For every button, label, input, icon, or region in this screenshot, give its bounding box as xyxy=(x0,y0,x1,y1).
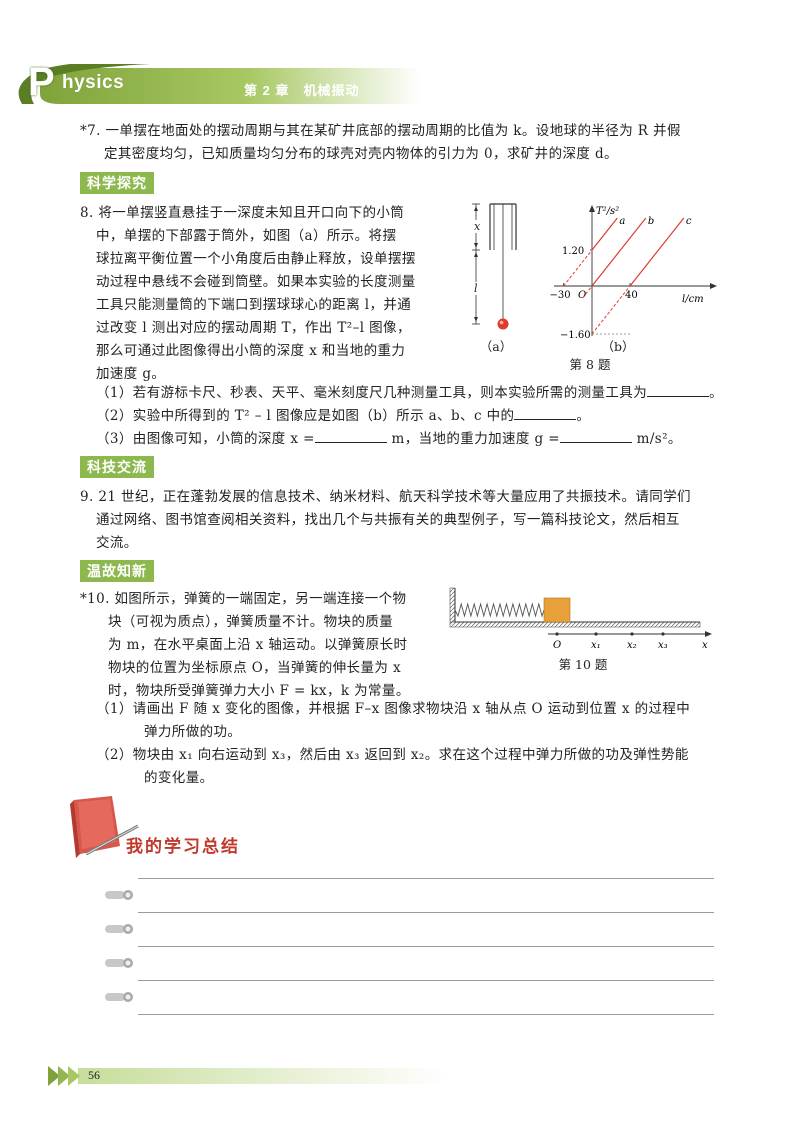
q10-sub-2-line-1: （2）物块由 x₁ 向右运动到 x₃，然后由 x₃ 返回到 x₂。求在这个过程中… xyxy=(96,747,689,763)
q8-line-4: 动过程中悬线不会碰到筒壁。如果本实验的长度测量 xyxy=(96,274,416,290)
figure-8b-caption: （b） xyxy=(601,339,635,354)
summary-line-4[interactable] xyxy=(138,1014,714,1015)
x-tick-label: −30 xyxy=(550,290,571,301)
q10-line-3: 为 m，在水平桌面上沿 x 轴运动。以弹簧原长时 xyxy=(108,637,408,653)
q10-sub-1-line-1: （1）请画出 F 随 x 变化的图像，并根据 F–x 图像求物块沿 x 轴从点 … xyxy=(96,701,691,717)
q8-line-5: 工具只能测量筒的下端口到摆球球心的距离 l，并通 xyxy=(96,297,412,313)
series-label-b: b xyxy=(648,216,654,227)
question-7: *7. 一单摆在地面处的摆动周期与其在某矿井底部的摆动周期的比值为 k。设地球的… xyxy=(80,120,740,166)
footer-band xyxy=(48,1066,448,1086)
question-10: *10. 如图所示，弹簧的一端固定，另一端连接一个物 块（可视为质点），弹簧质量… xyxy=(80,588,450,703)
q8-sub-2: （2）实验中所得到的 T² – l 图像应是如图（b）所示 a、b、c 中的。 xyxy=(96,408,591,424)
summary-title: 我的学习总结 xyxy=(126,837,240,856)
binder-ring-icon xyxy=(105,992,133,1002)
q10-line-2: 块（可视为质点），弹簧质量不计。物块的质量 xyxy=(108,614,394,630)
summary-line-1[interactable] xyxy=(138,912,714,913)
series-label-c: c xyxy=(686,216,692,227)
summary-line-2[interactable] xyxy=(138,946,714,947)
figure-8b-graph: T²/s² l/cm O −30 40 1.20 −1.60 a b c xyxy=(550,205,717,338)
q9-line-2: 通过网络、图书馆查阅相关资料，找出几个与共振有关的典型例子，写一篇科技论文，然后… xyxy=(96,512,680,528)
origin-label: O xyxy=(578,290,586,301)
q8-sub-3-text-c: m/s²。 xyxy=(636,431,682,447)
q8-sub-3-blank-gravity[interactable] xyxy=(559,442,632,443)
q10-sub-1: （1）请画出 F 随 x 变化的图像，并根据 F–x 图像求物块沿 x 轴从点 … xyxy=(96,698,736,744)
y-axis-label: T²/s² xyxy=(596,206,619,217)
q10-sub-2: （2）物块由 x₁ 向右运动到 x₃，然后由 x₃ 返回到 x₂。求在这个过程中… xyxy=(96,744,736,790)
binder-ring-icon xyxy=(105,890,133,900)
book-logo-letter: P xyxy=(28,60,55,104)
q9-line-3: 交流。 xyxy=(96,535,138,551)
q8-sub-3: （3）由图像可知，小筒的深度 x = m，当地的重力加速度 g = m/s²。 xyxy=(96,428,736,451)
figure-8a-label-l: l xyxy=(474,282,478,295)
q8-line-6: 过改变 l 测出对应的摆动周期 T，作出 T²–l 图像， xyxy=(96,320,411,336)
q10-sub-2-line-2: 的变化量。 xyxy=(144,770,214,786)
q10-line-1: *10. 如图所示，弹簧的一端固定，另一端连接一个物 xyxy=(80,591,407,607)
q10-line-5: 时，物块所受弹簧弹力大小 F = kx，k 为常量。 xyxy=(108,683,410,699)
fig10-label-x-axis: x xyxy=(702,640,708,651)
q8-sub-1: （1）若有游标卡尺、秒表、天平、毫米刻度尺几种测量工具，则本实验所需的测量工具为… xyxy=(96,385,723,401)
q9-line-1: 9. 21 世纪，正在蓬勃发展的信息技术、纳米材料、航天科学技术等大量应用了共振… xyxy=(80,489,691,505)
q8-line-1: 8. 将一单摆竖直悬挂于一深度未知且开口向下的小筒 xyxy=(80,205,405,221)
q8-line-7: 那么可通过此图像得出小筒的深度 x 和当地的重力 xyxy=(96,343,406,359)
q8-sub-3-text-a: （3）由图像可知，小筒的深度 x = xyxy=(96,431,315,447)
figure-8a-label-x: x xyxy=(474,220,481,233)
figure-8a-pendulum xyxy=(472,203,517,330)
y-tick-label: −1.60 xyxy=(560,330,591,338)
figure-8a-caption: （a） xyxy=(479,339,513,354)
q8-sub-1-blank[interactable] xyxy=(647,396,710,397)
q8-line-2: 中，单摆的下部露于筒外，如图（a）所示。将摆 xyxy=(96,228,397,244)
q8-sub-3-blank-depth[interactable] xyxy=(314,442,387,443)
q10-sub-1-line-2: 弹力所做的功。 xyxy=(144,724,242,740)
q10-line-4: 物块的位置为坐标原点 O，当弹簧的伸长量为 x xyxy=(108,660,401,676)
notebook-pen-icon xyxy=(70,796,139,858)
fig10-label-x2: x₂ xyxy=(627,640,637,651)
section-tag-review: 温故知新 xyxy=(80,560,154,582)
q7-line-1: *7. 一单摆在地面处的摆动周期与其在某矿井底部的摆动周期的比值为 k。设地球的… xyxy=(80,123,681,139)
x-axis-arrow xyxy=(710,283,717,289)
q8-sub-1-text: （1）若有游标卡尺、秒表、天平、毫米刻度尺几种测量工具，则本实验所需的测量工具为 xyxy=(96,385,648,401)
page-number: 56 xyxy=(88,1068,100,1082)
q8-line-8: 加速度 g。 xyxy=(96,366,166,382)
series-extension-c xyxy=(591,285,631,335)
q8-sub-3-text-b: m，当地的重力加速度 g = xyxy=(391,431,560,447)
y-tick-label: 1.20 xyxy=(562,246,584,257)
question-8: 8. 将一单摆竖直悬挂于一深度未知且开口向下的小筒 中，单摆的下部露于筒外，如图… xyxy=(80,202,460,386)
fig10-label-x1: x₁ xyxy=(591,640,601,651)
figure-10-spring-block: O x₁ x₂ x₃ x xyxy=(449,587,712,651)
section-tag-science-inquiry: 科学探究 xyxy=(80,172,154,194)
q8-sub-2-text: （2）实验中所得到的 T² – l 图像应是如图（b）所示 a、b、c 中的 xyxy=(96,408,515,424)
q7-line-2: 定其密度均匀，已知质量均匀分布的球壳对壳内物体的引力为 0，求矿井的深度 d。 xyxy=(104,146,618,162)
question-9: 9. 21 世纪，正在蓬勃发展的信息技术、纳米材料、航天科学技术等大量应用了共振… xyxy=(80,486,740,555)
section-tag-tech-exchange: 科技交流 xyxy=(80,456,154,478)
series-extension-a xyxy=(563,249,593,287)
figure-8-caption: 第 8 题 xyxy=(569,357,611,372)
series-line-a xyxy=(591,217,618,251)
x-tick-label: 40 xyxy=(625,290,638,301)
binder-ring-icon xyxy=(105,958,133,968)
series-line-b xyxy=(591,217,647,287)
x-axis-label: l/cm xyxy=(682,294,704,305)
fig10-label-x3: x₃ xyxy=(658,640,668,651)
header-band xyxy=(18,64,420,104)
figure-10-caption: 第 10 题 xyxy=(558,657,608,672)
fig10-label-origin: O xyxy=(553,640,561,651)
book-title: hysics xyxy=(62,72,125,93)
summary-top-rule xyxy=(138,878,714,879)
q8-sub-2-blank[interactable] xyxy=(514,419,577,420)
binder-ring-icon xyxy=(105,924,133,934)
series-extension-b xyxy=(582,285,593,299)
y-axis-arrow xyxy=(589,205,595,212)
summary-line-3[interactable] xyxy=(138,980,714,981)
chapter-label: 第 2 章 机械振动 xyxy=(244,83,360,98)
series-line-c xyxy=(629,217,685,287)
q8-line-3: 球拉离平衡位置一个小角度后由静止释放，设单摆摆 xyxy=(96,251,416,267)
series-label-a: a xyxy=(619,216,625,227)
